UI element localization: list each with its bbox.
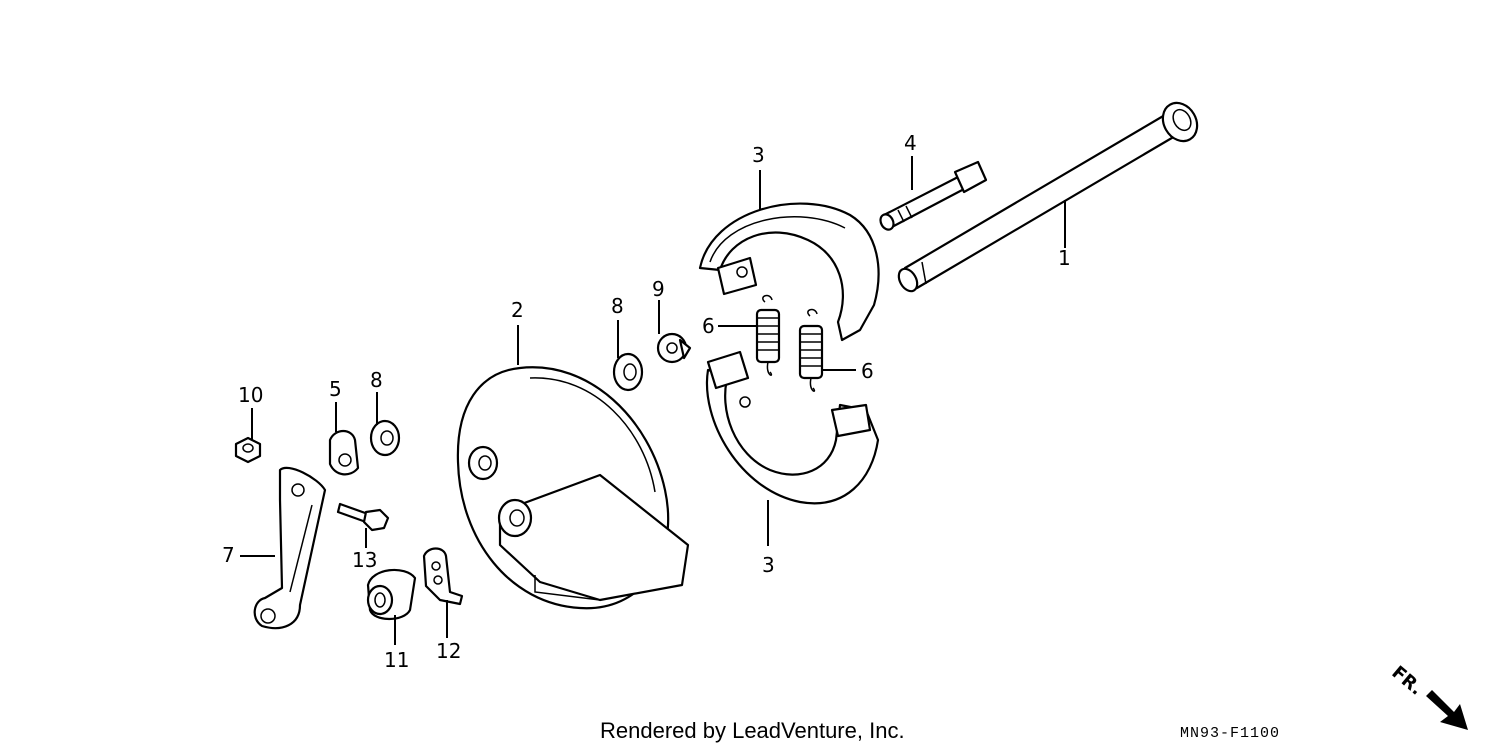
callout-11: 11 bbox=[384, 648, 409, 672]
part-brake-shoe-upper bbox=[698, 202, 880, 342]
part-bolt bbox=[336, 502, 390, 532]
part-brake-panel bbox=[456, 366, 690, 610]
callout-3-lower: 3 bbox=[762, 553, 775, 577]
part-indicator-plate bbox=[328, 429, 360, 476]
callout-8-lower: 8 bbox=[370, 368, 383, 392]
callout-3-upper: 3 bbox=[752, 143, 765, 167]
front-direction-arrow-icon bbox=[1426, 690, 1468, 730]
callout-7: 7 bbox=[222, 543, 235, 567]
part-nut bbox=[234, 436, 262, 464]
callout-6-left: 6 bbox=[702, 314, 715, 338]
part-collar bbox=[366, 568, 417, 621]
callout-10: 10 bbox=[238, 383, 263, 407]
leader-lines bbox=[240, 156, 1066, 645]
callout-2: 2 bbox=[511, 298, 524, 322]
part-springs bbox=[755, 294, 824, 392]
callout-8-upper: 8 bbox=[611, 294, 624, 318]
part-seal-upper bbox=[612, 352, 644, 392]
callout-13: 13 bbox=[352, 548, 377, 572]
part-brake-shoe-lower bbox=[705, 350, 880, 505]
part-brake-cam bbox=[879, 160, 988, 231]
diagram-code: MN93-F1100 bbox=[1180, 725, 1280, 742]
callout-1: 1 bbox=[1058, 246, 1071, 270]
callout-labels: 1 2 3 3 4 5 6 6 7 8 8 9 10 11 12 13 bbox=[222, 131, 1071, 672]
part-brake-arm bbox=[253, 466, 327, 630]
part-bracket bbox=[422, 547, 464, 606]
callout-5: 5 bbox=[329, 377, 342, 401]
callout-9: 9 bbox=[652, 277, 665, 301]
front-direction-label: FR. bbox=[1388, 662, 1427, 700]
part-axle bbox=[897, 101, 1199, 293]
callout-4: 4 bbox=[904, 131, 917, 155]
part-seal-lower bbox=[369, 419, 401, 457]
callout-6-right: 6 bbox=[861, 359, 874, 383]
callout-12: 12 bbox=[436, 639, 461, 663]
rendered-by-credit: Rendered by LeadVenture, Inc. bbox=[600, 718, 905, 743]
part-washer bbox=[656, 332, 692, 364]
